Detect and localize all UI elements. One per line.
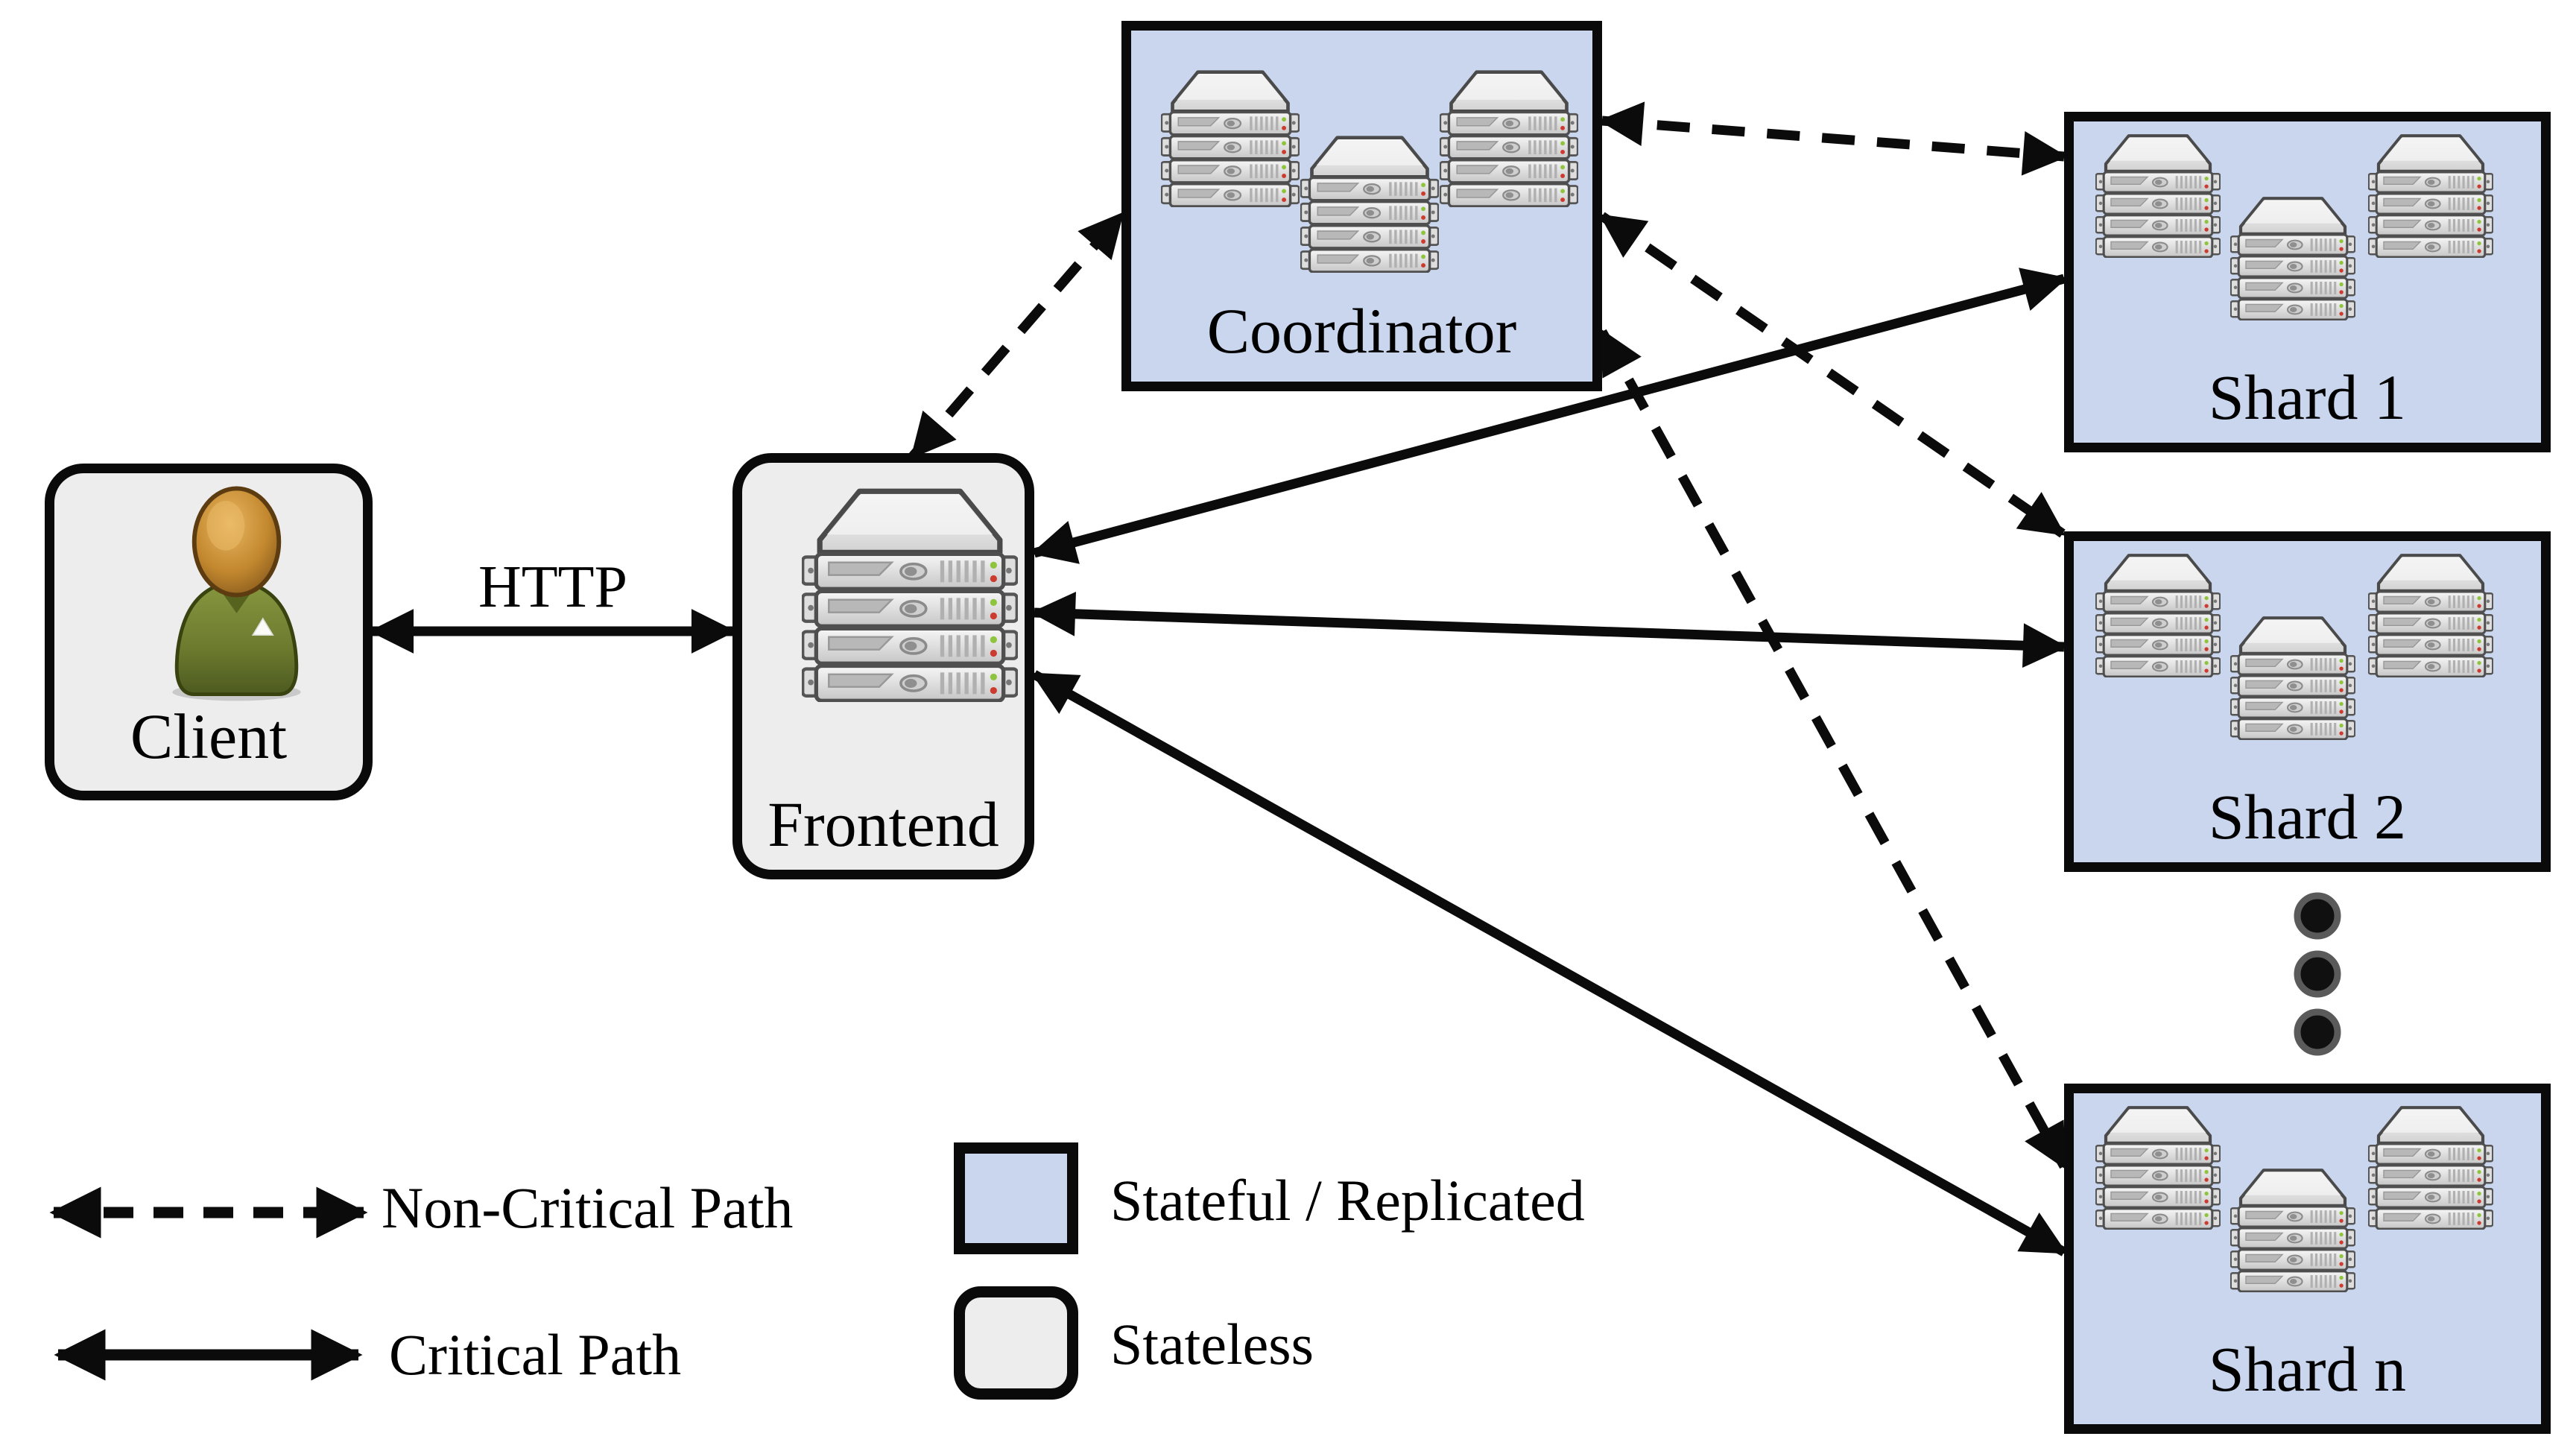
legend-non-critical-label: Non-Critical Path [382,1175,794,1240]
frontend-label: Frontend [768,788,999,860]
shard2-server-stack-icon [2095,552,2221,677]
legend-stateless-label: Stateless [1110,1312,1314,1376]
edge-coordinator-shard1 [1598,101,2068,176]
coordinator-server-stack-icon [1300,134,1439,273]
ellipsis-dot [2294,892,2341,940]
legend-critical-label: Critical Path [389,1322,682,1387]
shard2-label: Shard 2 [2208,781,2407,853]
edge-frontend-shardn [1031,670,2068,1256]
shard2-server-stack-icon [2230,615,2355,740]
ellipsis-dot [2294,950,2341,998]
legend-stateful-label: Stateful / Replicated [1110,1168,1585,1233]
edge-coordinator-shard2 [1599,212,2066,538]
client-label: Client [130,701,288,772]
shard1-server-stack-icon [2368,133,2493,258]
more-shards-ellipsis [2294,892,2341,1056]
shard1-server-stack-icon [2095,133,2221,258]
edge-coordinator-shardn [1598,328,2069,1170]
shard2-server-stack-icon [2368,552,2493,677]
ellipsis-dot [2294,1008,2341,1056]
coordinator-server-stack-icon [1440,69,1578,207]
edge-frontend-coordinator [909,211,1125,460]
legend-stateless-swatch [954,1286,1078,1400]
coordinator-label: Coordinator [1206,295,1517,367]
shard1-server-stack-icon [2230,195,2355,320]
frontend-server-stack-icon [802,486,1018,702]
edge-frontend-shard2 [1031,591,2068,668]
coordinator-server-stack-icon [1161,69,1300,207]
shardn-server-stack-icon [2368,1104,2493,1230]
shardn-server-stack-icon [2095,1104,2221,1230]
person-icon [149,483,324,703]
legend-stateful-swatch [954,1142,1078,1254]
http-edge-label: HTTP [478,554,627,620]
shardn-server-stack-icon [2230,1167,2355,1292]
shard1-label: Shard 1 [2208,361,2407,433]
shardn-label: Shard n [2208,1333,2407,1405]
